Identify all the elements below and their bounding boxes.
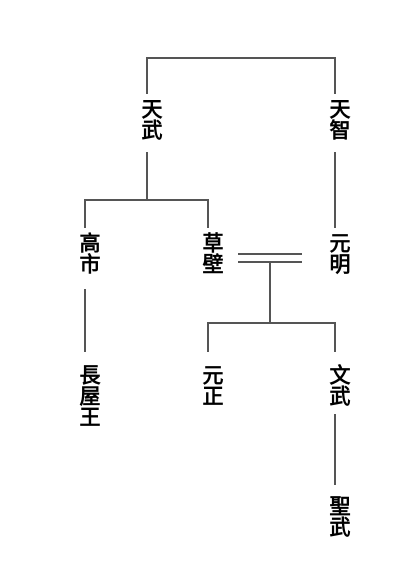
person-kusakabe: 草壁 — [200, 232, 224, 274]
person-gensho: 元正 — [200, 364, 224, 406]
person-takechi: 高市 — [77, 232, 101, 274]
person-shomu: 聖武 — [327, 495, 351, 537]
children-bracket-marriage — [207, 322, 336, 352]
person-tenji: 天智 — [327, 98, 351, 140]
children-bracket-tenmu — [84, 199, 209, 228]
person-tenmu: 天武 — [139, 98, 163, 140]
person-nagaya: 長屋王 — [77, 364, 101, 427]
person-genmei: 元明 — [327, 232, 351, 274]
person-monmu: 文武 — [327, 364, 351, 406]
sibling-bracket-tenmu-tenji — [146, 57, 336, 94]
